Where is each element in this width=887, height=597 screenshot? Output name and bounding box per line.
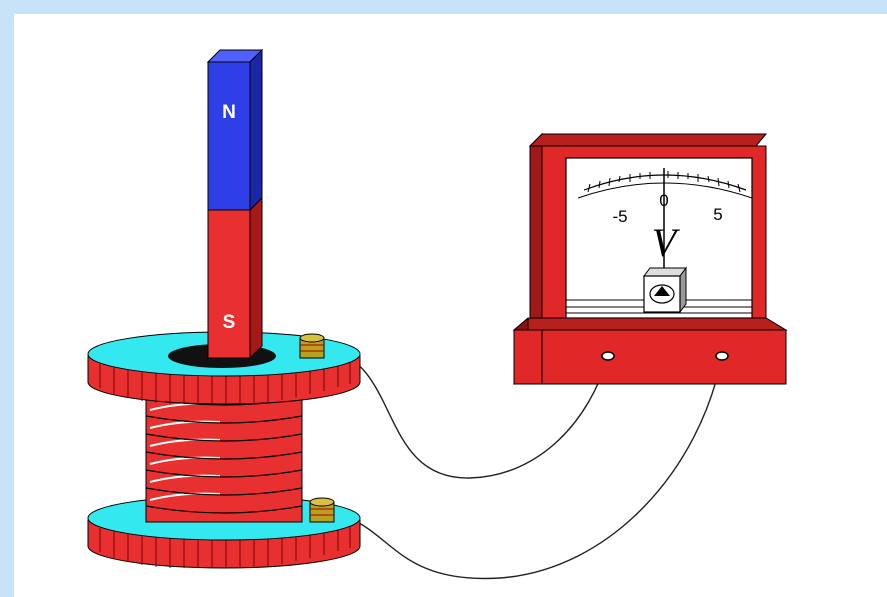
top-frame-bar	[0, 0, 887, 14]
wire-bottom	[329, 355, 723, 580]
bar-magnet: N S	[206, 48, 264, 360]
scale-label-min: -5	[612, 207, 627, 226]
scale-label-max: 5	[713, 205, 722, 224]
wires	[329, 349, 723, 580]
voltmeter: -5 0 5 V	[512, 132, 788, 386]
voltmeter-terminal-left	[601, 351, 615, 361]
magnet-south-half	[207, 209, 251, 359]
coil-terminal-top	[299, 333, 325, 359]
needle-pivot	[643, 266, 687, 314]
coil-terminal-bottom	[309, 497, 335, 523]
magnet-south-label: S	[223, 312, 236, 333]
magnet-north-half	[207, 61, 251, 211]
voltmeter-base	[513, 329, 787, 385]
left-frame-bar	[0, 0, 14, 597]
wire-top	[329, 349, 609, 479]
voltmeter-terminal-right	[715, 351, 729, 361]
voltmeter-symbol: V	[652, 220, 681, 265]
scale-ticks	[587, 171, 741, 193]
coil	[87, 331, 361, 569]
magnet-north-label: N	[222, 102, 236, 123]
